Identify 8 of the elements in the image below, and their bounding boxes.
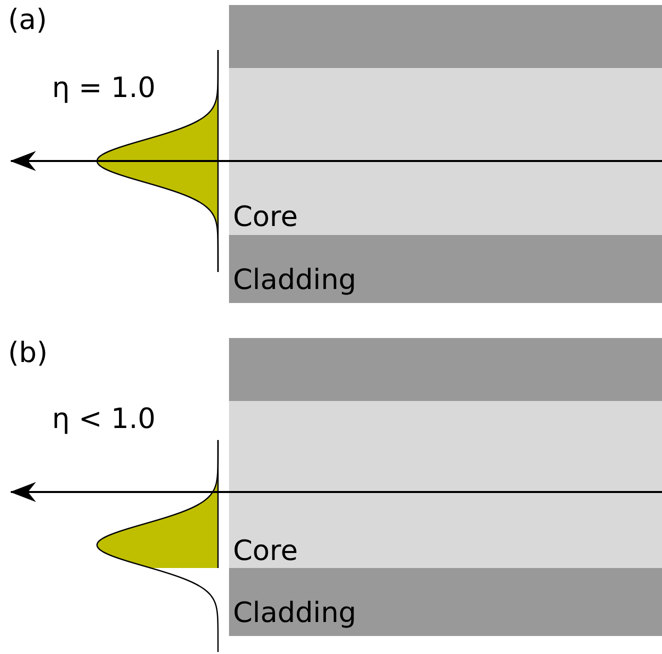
- layer-label: Cladding: [233, 597, 356, 629]
- layer-label: Core: [233, 535, 298, 567]
- efficiency-label: η < 1.0: [52, 403, 156, 435]
- efficiency-label: η = 1.0: [52, 72, 156, 104]
- panel-label: (a): [8, 4, 48, 36]
- layer-label: Cladding: [233, 264, 356, 296]
- panel-label: (b): [8, 337, 48, 369]
- layer-label: Core: [233, 201, 298, 233]
